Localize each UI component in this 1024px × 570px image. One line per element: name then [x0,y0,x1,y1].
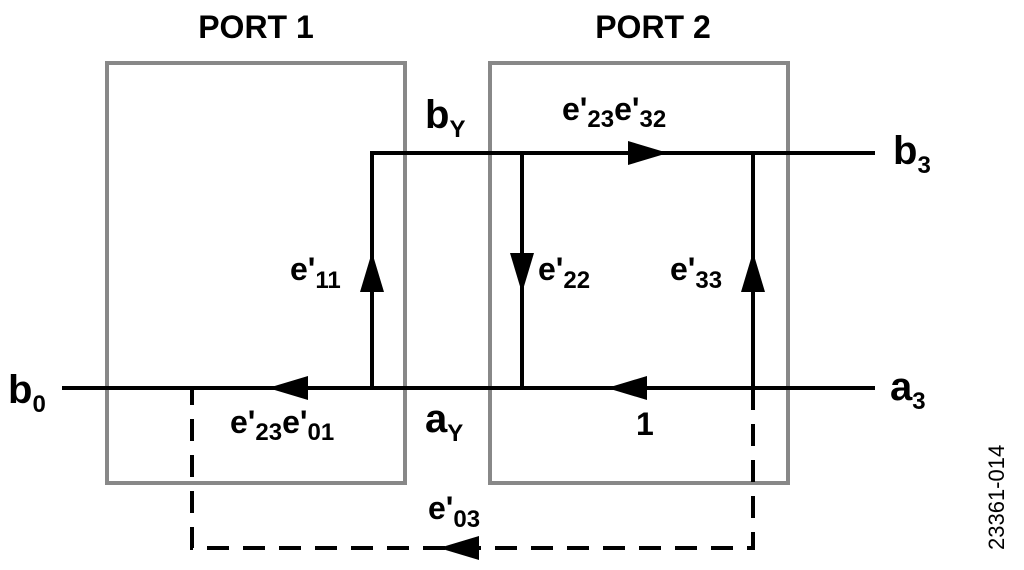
node-aY: aY [425,397,463,447]
node-bY: bY [425,93,465,143]
node-a3: a3 [890,365,926,415]
node-b0: b0 [8,368,46,418]
node-b3: b3 [893,129,931,179]
label-e22: e'22 [538,251,590,294]
port1-title: PORT 1 [198,9,314,45]
port1-box [105,61,407,485]
label-e11: e'11 [290,251,341,294]
port2-title: PORT 2 [595,9,711,45]
label-e23e01: e'23e'01 [230,404,334,446]
label-unity: 1 [636,406,654,442]
label-e33: e'33 [670,251,722,294]
label-e03: e'03 [428,490,480,533]
label-e23e32: e'23e'32 [562,91,666,133]
port2-box [488,61,790,485]
figure-id: 23361-014 [984,445,1009,550]
